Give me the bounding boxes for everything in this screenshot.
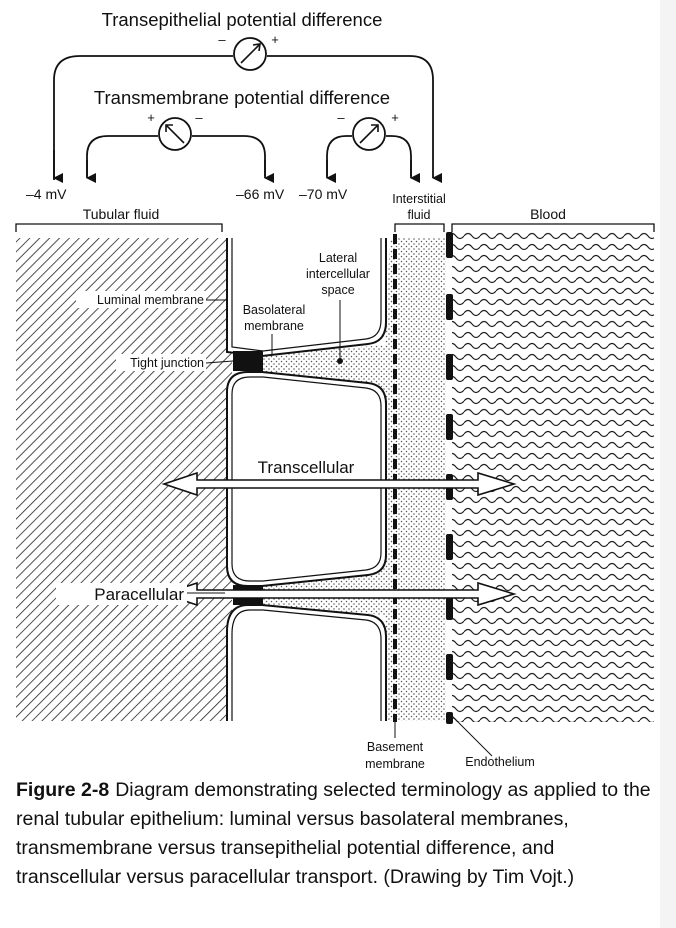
transepithelial-meter-icon — [233, 37, 267, 71]
label-endothelium: Endothelium — [465, 755, 535, 769]
lateral-space-dot — [337, 358, 343, 364]
paracellular-arrow — [161, 581, 517, 607]
transepithelial-wire — [53, 55, 433, 180]
cell-bottom — [226, 604, 387, 721]
label-voltage-cell-a: –66 mV — [236, 186, 285, 202]
bracket-tubular-fluid — [15, 223, 223, 232]
endothelium-bar — [446, 294, 453, 320]
sign-basolateral-minus: – — [337, 110, 345, 125]
endothelium-bar — [446, 354, 453, 380]
transmembrane-luminal-wire — [86, 135, 266, 176]
label-lateral-line1: Lateral — [319, 251, 357, 265]
endothelium-bar — [446, 712, 453, 724]
label-transcellular: Transcellular — [258, 458, 355, 477]
label-basolateral-line2: membrane — [244, 319, 304, 333]
sign-transepi-minus: – — [218, 32, 226, 47]
leader-tight-junction — [205, 360, 234, 364]
renal-epithelium-diagram: Transepithelial potential difference Tra… — [15, 9, 655, 771]
sign-transepi-plus: + — [271, 32, 279, 47]
transmembrane-basolateral-meter-icon — [352, 117, 386, 151]
label-luminal-membrane: Luminal membrane — [97, 293, 204, 307]
label-basement-line2: membrane — [365, 757, 425, 771]
transmembrane-luminal-meter-icon — [158, 117, 192, 151]
cell-bottom-inner — [231, 609, 382, 721]
endothelium-bar — [446, 594, 453, 620]
label-voltage-lumen: –4 mV — [26, 186, 67, 202]
sign-basolateral-plus: + — [391, 110, 399, 125]
sign-luminal-plus: + — [147, 110, 155, 125]
label-voltage-cell-b: –70 mV — [299, 186, 348, 202]
cell-top-inner — [231, 238, 382, 352]
endothelium-bar — [446, 414, 453, 440]
label-transmembrane: Transmembrane potential difference — [94, 87, 390, 108]
endothelium-cells — [446, 232, 453, 724]
label-bg-luminal — [76, 291, 206, 308]
label-tubular-fluid: Tubular fluid — [83, 206, 160, 222]
endothelium-bar — [446, 232, 453, 258]
label-blood: Blood — [530, 206, 566, 222]
label-basolateral-line1: Basolateral — [243, 303, 306, 317]
figure-caption-text: Diagram demonstrating selected terminolo… — [16, 779, 651, 888]
transmembrane-basolateral-wire — [326, 135, 412, 176]
leader-endothelium — [451, 715, 493, 757]
figure-number: Figure 2-8 — [16, 779, 110, 801]
tight-junction-upper — [233, 351, 263, 371]
label-lateral-line2: intercellular — [306, 267, 370, 281]
label-tight-junction: Tight junction — [130, 356, 204, 370]
label-interstitial-line1: Interstitial — [392, 192, 446, 206]
endothelium-bar — [446, 534, 453, 560]
label-paracellular: Paracellular — [94, 585, 184, 604]
cell-middle — [226, 371, 387, 587]
label-interstitial-line2: fluid — [408, 208, 431, 222]
label-basement-line1: Basement — [367, 740, 424, 754]
label-bg-lateral — [300, 250, 376, 296]
label-bg-tight-junction — [116, 354, 206, 371]
page-edge-strip — [660, 0, 676, 928]
cell-middle-inner — [231, 376, 382, 582]
label-transepithelial: Transepithelial potential difference — [102, 9, 383, 30]
label-lateral-line3: space — [321, 283, 354, 297]
label-bg-transcellular — [248, 456, 364, 478]
label-bg-paracellular — [56, 583, 187, 605]
bracket-blood — [451, 223, 655, 232]
sign-luminal-minus: – — [195, 110, 203, 125]
transcellular-arrow — [161, 471, 517, 497]
bracket-interstitial — [394, 223, 445, 232]
endothelium-bar — [446, 654, 453, 680]
